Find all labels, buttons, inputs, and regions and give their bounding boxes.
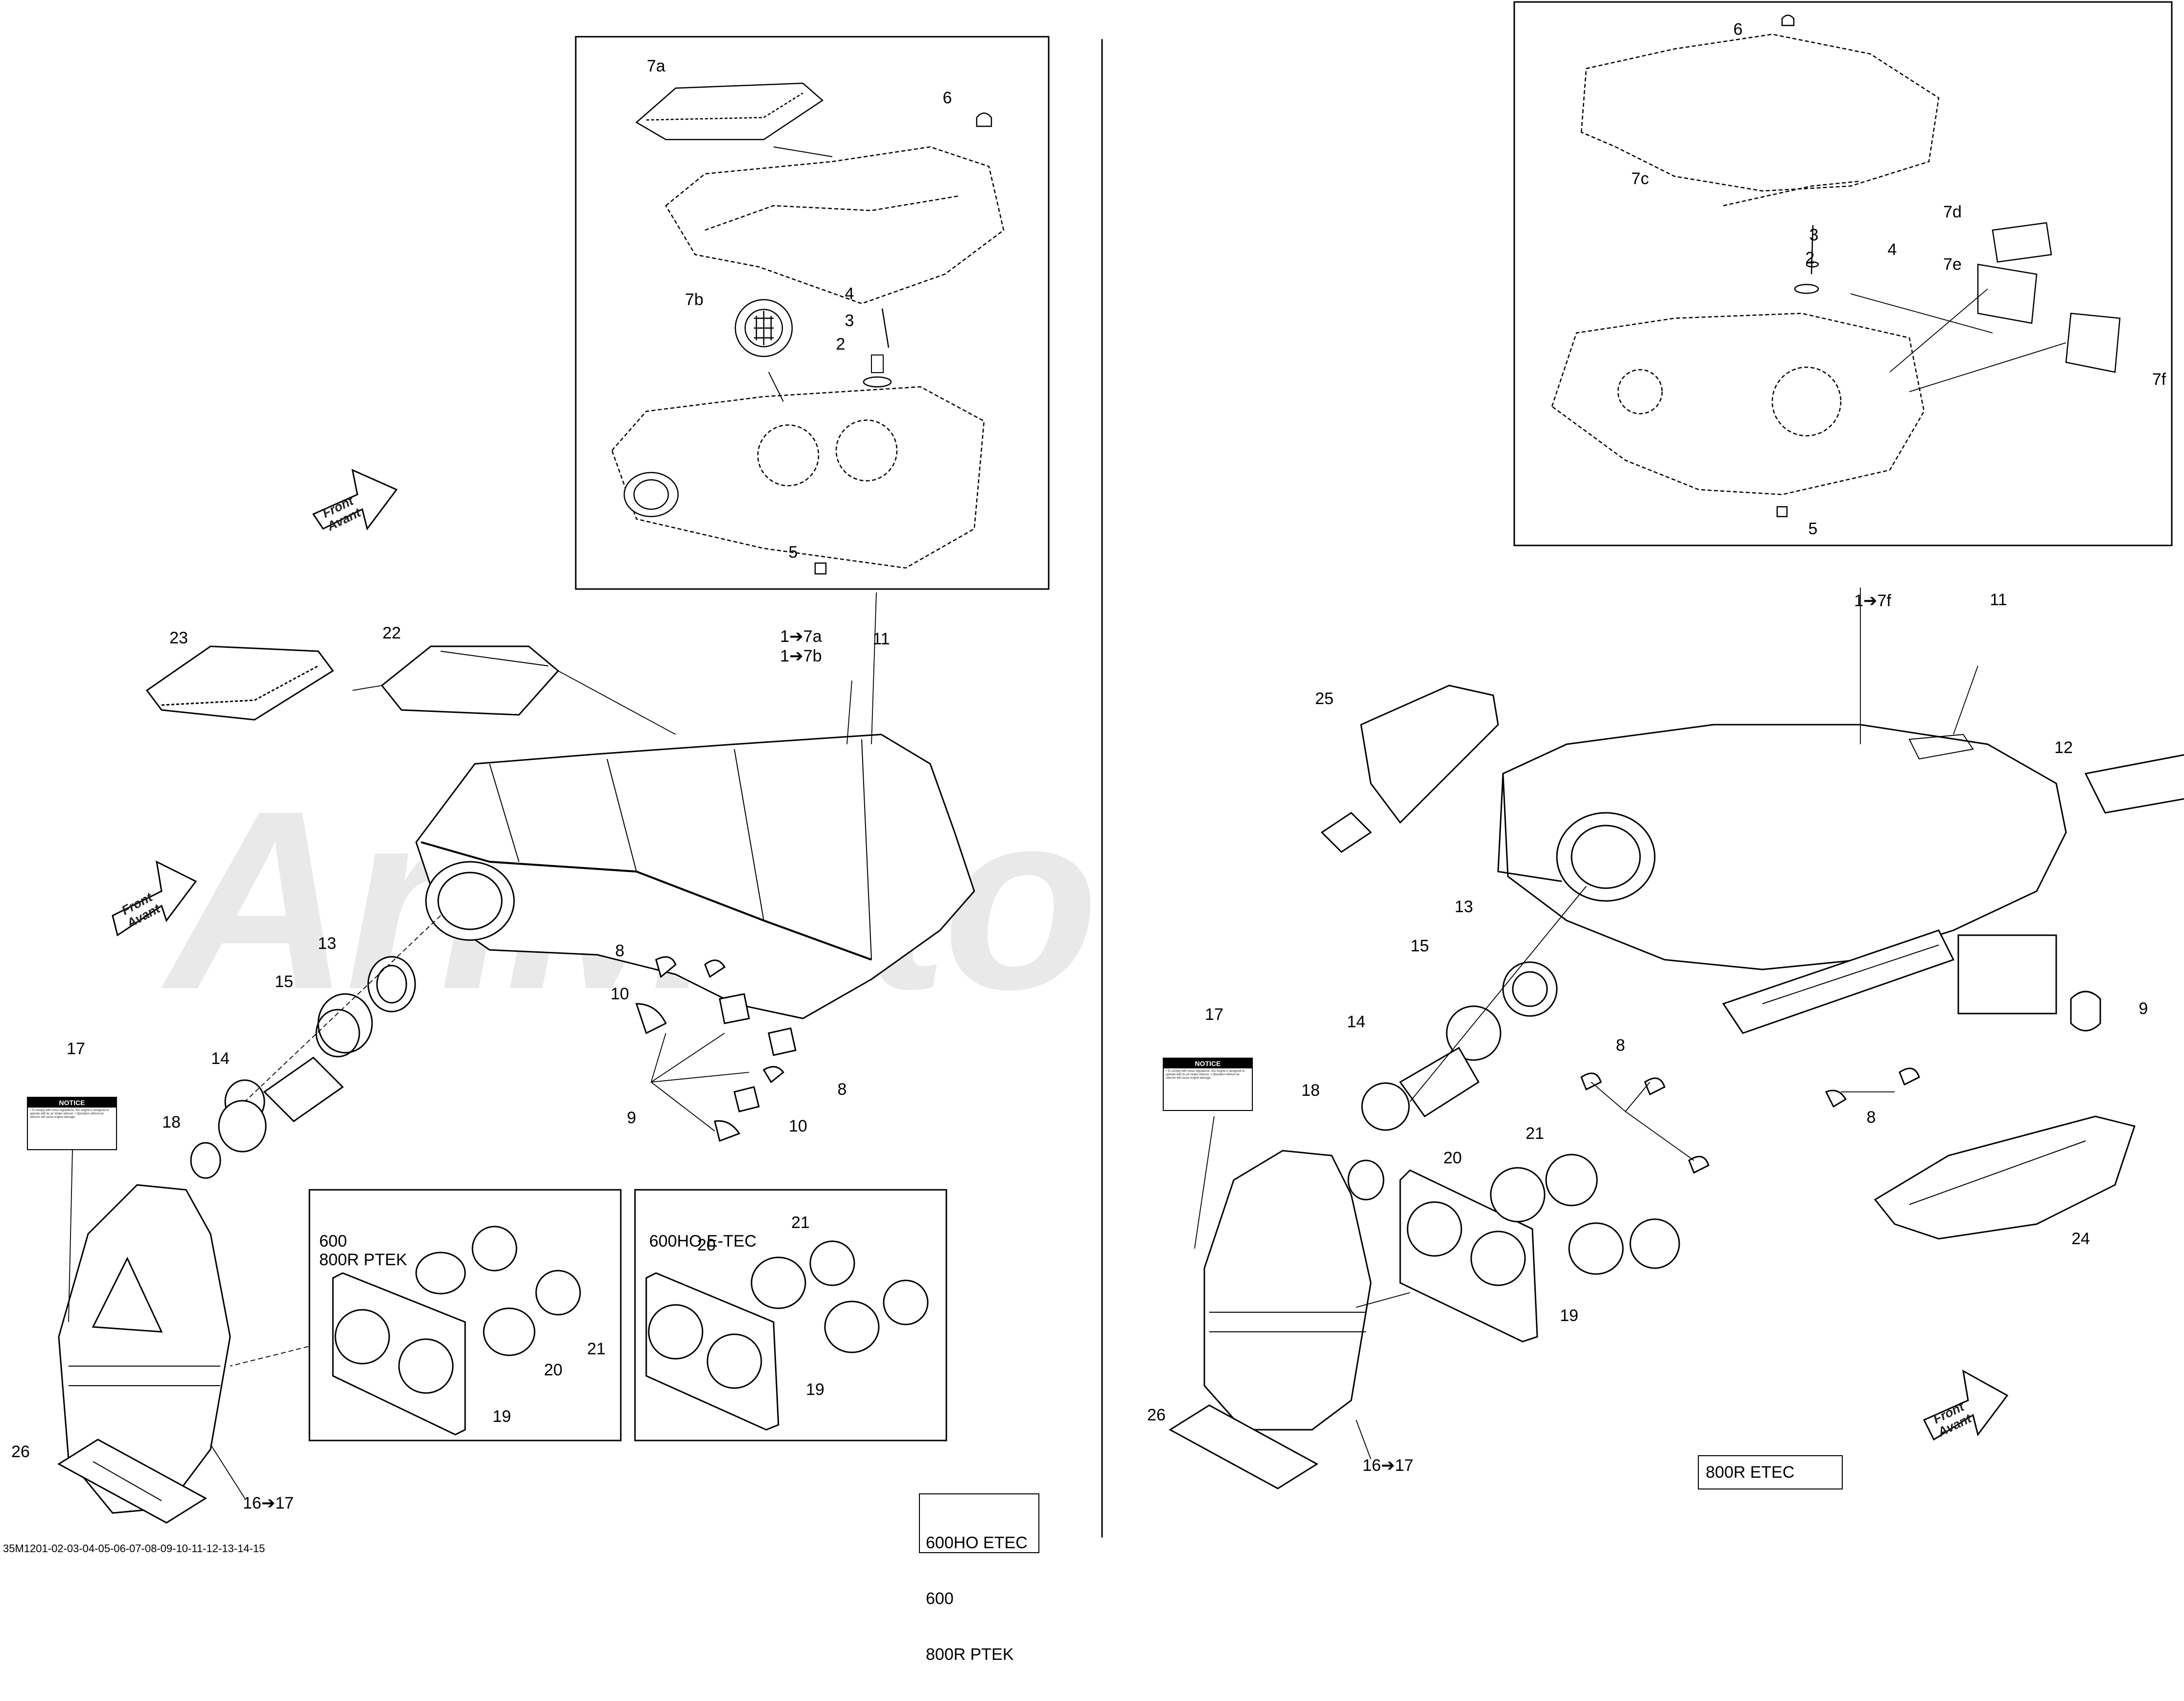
right-inset-parts (1551, 14, 2121, 518)
notice-label-right: NOTICE • To comply with noise regulation… (1163, 1058, 1253, 1111)
callout-7d: 7d (1943, 203, 1962, 221)
callout-4-right: 4 (1887, 240, 1897, 259)
callout-6-right: 6 (1733, 20, 1743, 39)
callout-25: 25 (1315, 689, 1334, 708)
callout-10-left-a: 10 (611, 985, 629, 1003)
left-main-parts (57, 469, 975, 1524)
callout-1-7f: 1➔7f (1854, 591, 1891, 610)
callout-20-box600: 20 (544, 1361, 563, 1379)
callout-7e: 7e (1943, 255, 1962, 274)
callout-17-right: 17 (1205, 1005, 1223, 1024)
callout-5-right: 5 (1808, 520, 1818, 538)
callout-17-left: 17 (67, 1040, 85, 1058)
callout-7a-left: 7a (647, 57, 665, 75)
callout-3-left: 3 (845, 311, 854, 330)
callout-7f: 7f (2152, 370, 2166, 389)
left-inset-parts (611, 82, 1005, 575)
callout-20-right: 20 (1443, 1149, 1462, 1167)
callout-26-left: 26 (11, 1442, 30, 1461)
exploded-parts-diagram (57, 1, 2184, 1537)
callout-7c: 7c (1631, 169, 1649, 188)
left-inset-frame (575, 36, 1050, 590)
callout-12: 12 (2054, 738, 2073, 757)
callout-9-left: 9 (627, 1109, 636, 1127)
callout-9-right: 9 (2138, 999, 2148, 1018)
callout-4-left: 4 (845, 284, 854, 303)
callout-16-17-right: 16➔17 (1362, 1456, 1414, 1475)
callout-14-right: 14 (1347, 1013, 1365, 1031)
callout-14-left: 14 (211, 1049, 230, 1068)
callout-21-right: 21 (1526, 1124, 1544, 1143)
callout-21-box600ho: 21 (791, 1213, 810, 1232)
document-id: 35M1201-02-03-04-05-06-07-08-09-10-11-12… (3, 1542, 265, 1555)
callout-3-right: 3 (1809, 226, 1819, 244)
callout-1-7a: 1➔7a (780, 627, 822, 646)
callout-8-left-b: 8 (837, 1080, 847, 1099)
callout-8-right-b: 8 (1866, 1108, 1876, 1127)
callout-21-box600: 21 (587, 1340, 606, 1358)
callout-11-right: 11 (1990, 591, 2007, 609)
model-box-left: 600HO ETEC 600 800R PTEK (919, 1493, 1039, 1664)
callout-5-left: 5 (788, 543, 798, 562)
box-600ho-title: 600HO E-TEC (649, 1232, 757, 1251)
callout-19-box600: 19 (493, 1407, 511, 1426)
callout-23: 23 (169, 629, 188, 647)
callout-10-left-b: 10 (789, 1117, 807, 1135)
box-600ho-frame (634, 1189, 947, 1441)
callout-18-right: 18 (1301, 1081, 1320, 1100)
callout-22: 22 (382, 624, 401, 642)
callout-19-right: 19 (1560, 1306, 1578, 1325)
callout-15-right: 15 (1410, 937, 1429, 955)
callout-1-7b: 1➔7b (780, 647, 822, 665)
callout-11-left: 11 (872, 630, 890, 648)
callout-20-box600ho: 20 (697, 1236, 716, 1254)
callout-6-left: 6 (942, 89, 952, 107)
callout-15-left: 15 (275, 972, 293, 991)
callout-7b: 7b (685, 290, 704, 309)
callout-18-left: 18 (162, 1113, 181, 1132)
callout-2-right: 2 (1805, 249, 1815, 267)
callout-19-box600ho: 19 (806, 1380, 824, 1399)
right-inset-frame (1513, 1, 2173, 546)
callout-8-right-a: 8 (1616, 1036, 1625, 1055)
right-main-parts (1169, 588, 2184, 1489)
callout-24: 24 (2071, 1229, 2090, 1248)
callout-8-left-a: 8 (615, 942, 625, 960)
box-600-frame (308, 1189, 622, 1441)
callout-26-right: 26 (1147, 1406, 1166, 1424)
notice-label-left: NOTICE • To comply with noise regulation… (27, 1097, 117, 1150)
callout-13-right: 13 (1455, 898, 1473, 916)
callout-16-17-left: 16➔17 (242, 1494, 294, 1512)
model-box-right: 800R ETEC (1698, 1455, 1843, 1489)
callout-13-left: 13 (318, 934, 336, 953)
callout-2-left: 2 (836, 335, 845, 354)
